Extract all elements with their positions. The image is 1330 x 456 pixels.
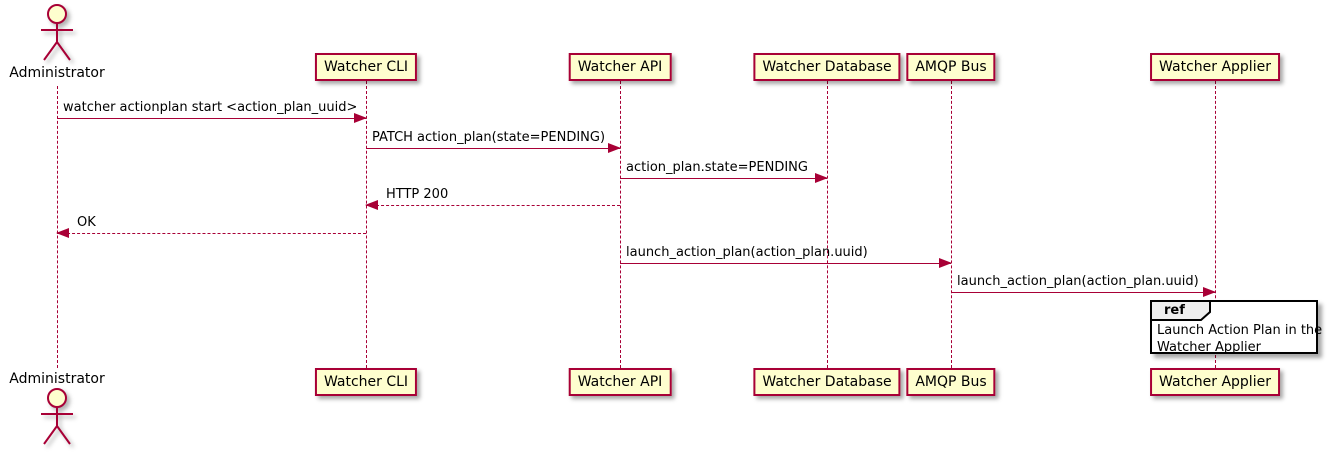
message-label: OK (77, 215, 96, 230)
actor-label-top: Administrator (9, 65, 105, 81)
participant-bottom-watcher-cli: Watcher CLI (314, 368, 418, 396)
participant-top-watcher-cli: Watcher CLI (314, 53, 418, 81)
message-line (620, 263, 951, 264)
actor-icon-bottom (41, 388, 73, 445)
lifeline-administrator (57, 86, 58, 368)
message-label: HTTP 200 (386, 187, 449, 202)
ref-text-line-2: Watcher Applier (1157, 340, 1261, 355)
lifeline-watcher-api (620, 81, 621, 368)
message-line (57, 118, 366, 119)
message-ok: OK (56, 215, 366, 238)
arrowhead-right-icon (354, 113, 367, 123)
message-label: PATCH action_plan(state=PENDING) (372, 130, 606, 145)
message-line (951, 292, 1215, 293)
ref-text-line-1: Launch Action Plan in the (1157, 323, 1323, 338)
message-label: action_plan.state=PENDING (626, 160, 808, 175)
message-action-plan-state-pending: action_plan.state=PENDING (620, 160, 828, 183)
actor-label-bottom: Administrator (9, 371, 105, 387)
lifeline-watcher-applier (1215, 81, 1216, 368)
lifeline-watcher-cli (366, 81, 367, 368)
arrowhead-left-icon (365, 200, 378, 210)
arrowhead-left-icon (56, 228, 69, 238)
lifeline-watcher-database (827, 81, 828, 368)
participant-bottom-amqp-bus: AMQP Bus (906, 368, 996, 396)
participant-top-amqp-bus: AMQP Bus (906, 53, 996, 81)
message-line (366, 148, 620, 149)
arrowhead-right-icon (1203, 287, 1216, 297)
message-label: launch_action_plan(action_plan.uuid) (626, 245, 868, 260)
arrowhead-right-icon (608, 143, 621, 153)
message-http-200: HTTP 200 (365, 187, 620, 210)
participant-bottom-watcher-database: Watcher Database (753, 368, 901, 396)
ref-text: Launch Action Plan in the Watcher Applie… (1157, 322, 1322, 356)
message-line (366, 205, 620, 206)
participant-top-watcher-database: Watcher Database (753, 53, 901, 81)
ref-fragment: ref Launch Action Plan in the Watcher Ap… (1150, 300, 1322, 355)
participant-bottom-watcher-applier: Watcher Applier (1150, 368, 1280, 396)
message-launch-action-plan-api-amqp: launch_action_plan(action_plan.uuid) (620, 245, 952, 268)
arrowhead-right-icon (939, 258, 952, 268)
ref-header-pentagon-icon (1150, 300, 1211, 321)
lifeline-amqp-bus (951, 81, 952, 368)
actor-icon-top (41, 4, 73, 61)
participant-bottom-watcher-api: Watcher API (568, 368, 672, 396)
message-label: launch_action_plan(action_plan.uuid) (957, 274, 1199, 289)
message-patch-action-plan: PATCH action_plan(state=PENDING) (366, 130, 621, 153)
participant-top-watcher-api: Watcher API (568, 53, 672, 81)
message-line (620, 178, 827, 179)
message-label: watcher actionplan start <action_plan_uu… (63, 100, 358, 115)
participant-top-watcher-applier: Watcher Applier (1150, 53, 1280, 81)
ref-keyword-label: ref (1164, 303, 1185, 318)
message-launch-action-plan-amqp-applier: launch_action_plan(action_plan.uuid) (951, 274, 1216, 297)
message-actionplan-start: watcher actionplan start <action_plan_uu… (57, 100, 367, 123)
message-line (57, 233, 366, 234)
arrowhead-right-icon (815, 173, 828, 183)
